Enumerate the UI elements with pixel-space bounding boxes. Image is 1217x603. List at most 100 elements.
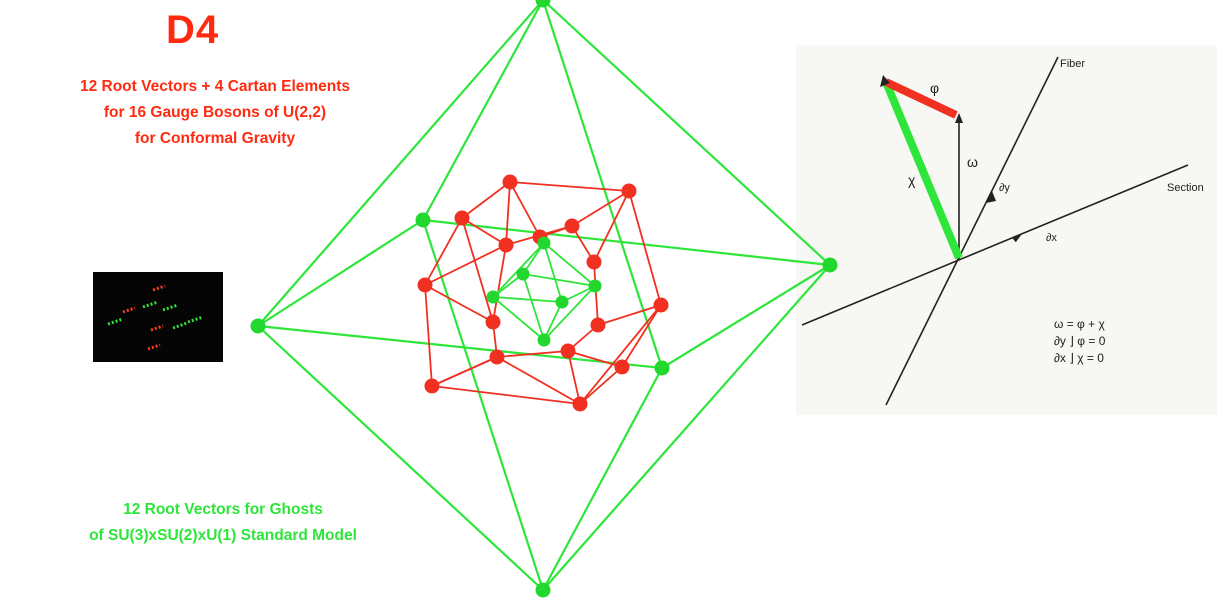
red-edge (567, 350, 581, 405)
red-caption-line-2: for 16 Gauge Bosons of U(2,2) (103, 104, 327, 121)
chi-label: χ (908, 172, 916, 188)
red-caption: 12 Root Vectors + 4 Cartan Elements for … (0, 74, 430, 152)
red-caption-line-1: 12 Root Vectors + 4 Cartan Elements (79, 78, 351, 95)
inner-green-edge (543, 301, 563, 341)
red-node (498, 237, 514, 253)
red-edge (505, 181, 511, 246)
red-edge (424, 284, 433, 387)
red-edge (461, 217, 494, 323)
red-edge (571, 190, 630, 227)
red-edge (424, 217, 463, 286)
inner-green-edge (522, 273, 596, 287)
red-edge (461, 181, 511, 219)
red-edge (496, 350, 569, 358)
red-edge (593, 190, 630, 263)
phi-vector (884, 78, 958, 119)
octahedron-edge (542, 264, 831, 591)
green-caption-line-2: of SU(3)xSU(2)xU(1) Standard Model (89, 527, 357, 544)
outer-green-node (250, 318, 266, 334)
section-line (801, 164, 1189, 326)
green-caption-line-1: 12 Root Vectors for Ghosts (123, 501, 323, 518)
red-edge (431, 356, 498, 387)
section-label: Section (1167, 182, 1204, 194)
outer-green-node (535, 582, 551, 598)
outer-green-node (822, 257, 838, 273)
red-edge (496, 356, 581, 405)
octahedron-edge (541, 0, 664, 369)
green-octahedron-edges (257, 0, 831, 591)
inner-green-edge (543, 285, 596, 341)
inner-green-node (588, 279, 602, 293)
omega-label: ω (967, 154, 978, 170)
red-node (614, 359, 630, 375)
dy-label: ∂y (999, 182, 1010, 194)
red-edge (597, 304, 662, 326)
outer-green-node (535, 0, 551, 8)
inner-green-node (486, 290, 500, 304)
root-vector-nodes (250, 0, 838, 598)
inner-green-edge (492, 296, 563, 303)
red-node (489, 349, 505, 365)
outer-green-node (415, 212, 431, 228)
red-node (586, 254, 602, 270)
inner-green-edge (543, 242, 563, 303)
red-edge (509, 181, 630, 192)
phi-label: φ (930, 80, 939, 96)
octahedron-edge (422, 0, 544, 221)
thumbnail-drawing (107, 284, 204, 351)
octahedron-edge (257, 219, 424, 327)
thumbnail-image (93, 272, 223, 362)
red-edge (424, 244, 507, 286)
fiber-bundle-panel: Fiber Section φ ω χ ∂y ∂x ω = φ + χ ∂y ⌋… (796, 45, 1217, 415)
diagram-title: D4 (166, 8, 220, 52)
red-node (454, 210, 470, 226)
dx-label: ∂x (1046, 232, 1057, 244)
inner-green-node (537, 236, 551, 250)
red-polytope-edges (424, 181, 662, 405)
red-edge (579, 366, 623, 405)
octahedron-edge (661, 264, 831, 369)
red-node (653, 297, 669, 313)
octahedron-edge (257, 325, 544, 591)
inner-green-node (555, 295, 569, 309)
red-node (485, 314, 501, 330)
outer-green-node (654, 360, 670, 376)
red-node (560, 343, 576, 359)
equation-3: ∂x ⌋ χ = 0 (1054, 351, 1104, 365)
octahedron-edge (257, 324, 663, 370)
red-edge (424, 284, 494, 323)
fiber-label: Fiber (1060, 58, 1085, 70)
red-node (621, 183, 637, 199)
red-edge (628, 190, 662, 306)
red-caption-line-3: for Conformal Gravity (134, 130, 296, 147)
octahedron-edge (542, 367, 663, 591)
octahedron-edge (422, 218, 831, 267)
octahedron-edge (257, 0, 544, 327)
inner-green-edge (522, 273, 545, 341)
inner-green-node (537, 333, 551, 347)
red-edge (509, 181, 541, 238)
equation-1: ω = φ + χ (1054, 317, 1106, 331)
red-edge (461, 217, 507, 246)
red-node (590, 317, 606, 333)
equation-2: ∂y ⌋ φ = 0 (1054, 334, 1106, 348)
fiber-line (885, 56, 1059, 406)
red-node (502, 174, 518, 190)
red-edge (567, 350, 623, 368)
octahedron-edge (421, 219, 545, 591)
inner-green-edge (543, 242, 596, 287)
chi-vector (882, 80, 963, 260)
red-node (572, 396, 588, 412)
inner-green-edges (492, 242, 596, 341)
inner-green-edge (492, 296, 545, 341)
fiber-bundle-diagram: Fiber Section φ ω χ ∂y ∂x ω = φ + χ ∂y ⌋… (801, 56, 1204, 406)
red-node (564, 218, 580, 234)
red-edge (621, 304, 662, 368)
red-node (417, 277, 433, 293)
red-node (424, 378, 440, 394)
red-edge (431, 385, 581, 405)
octahedron-edge (542, 0, 831, 266)
inner-green-node (516, 267, 530, 281)
red-edge (492, 244, 507, 323)
